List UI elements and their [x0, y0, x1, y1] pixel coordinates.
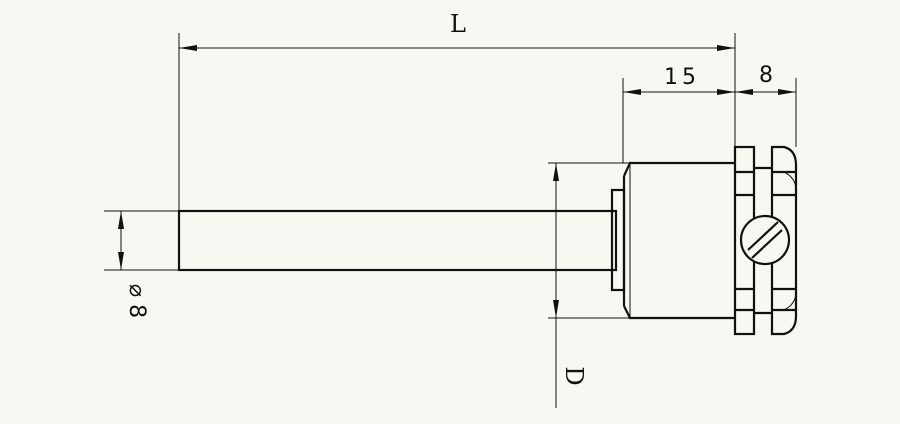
- dimension-stem-diameter: ⌀ 8: [104, 210, 179, 318]
- dimension-thread-diameter: D: [548, 162, 630, 408]
- threaded-section: [622, 161, 735, 320]
- rod-collar: [610, 188, 626, 292]
- label-stem-diameter: ⌀ 8: [124, 284, 149, 318]
- dimension-thread-length: 15: [622, 65, 735, 163]
- label-head-thickness: 8: [759, 63, 773, 88]
- label-overall-length: L: [450, 10, 466, 38]
- dimension-overall-length: L: [178, 10, 736, 211]
- label-thread-diameter: D: [560, 366, 588, 385]
- sensor-part: [177, 145, 798, 336]
- slotted-screw-icon: [739, 214, 791, 266]
- label-thread-length: 15: [664, 65, 700, 90]
- connection-head: [770, 145, 798, 336]
- dimension-head-thickness: 8: [734, 63, 797, 147]
- probe-rod: [177, 209, 618, 272]
